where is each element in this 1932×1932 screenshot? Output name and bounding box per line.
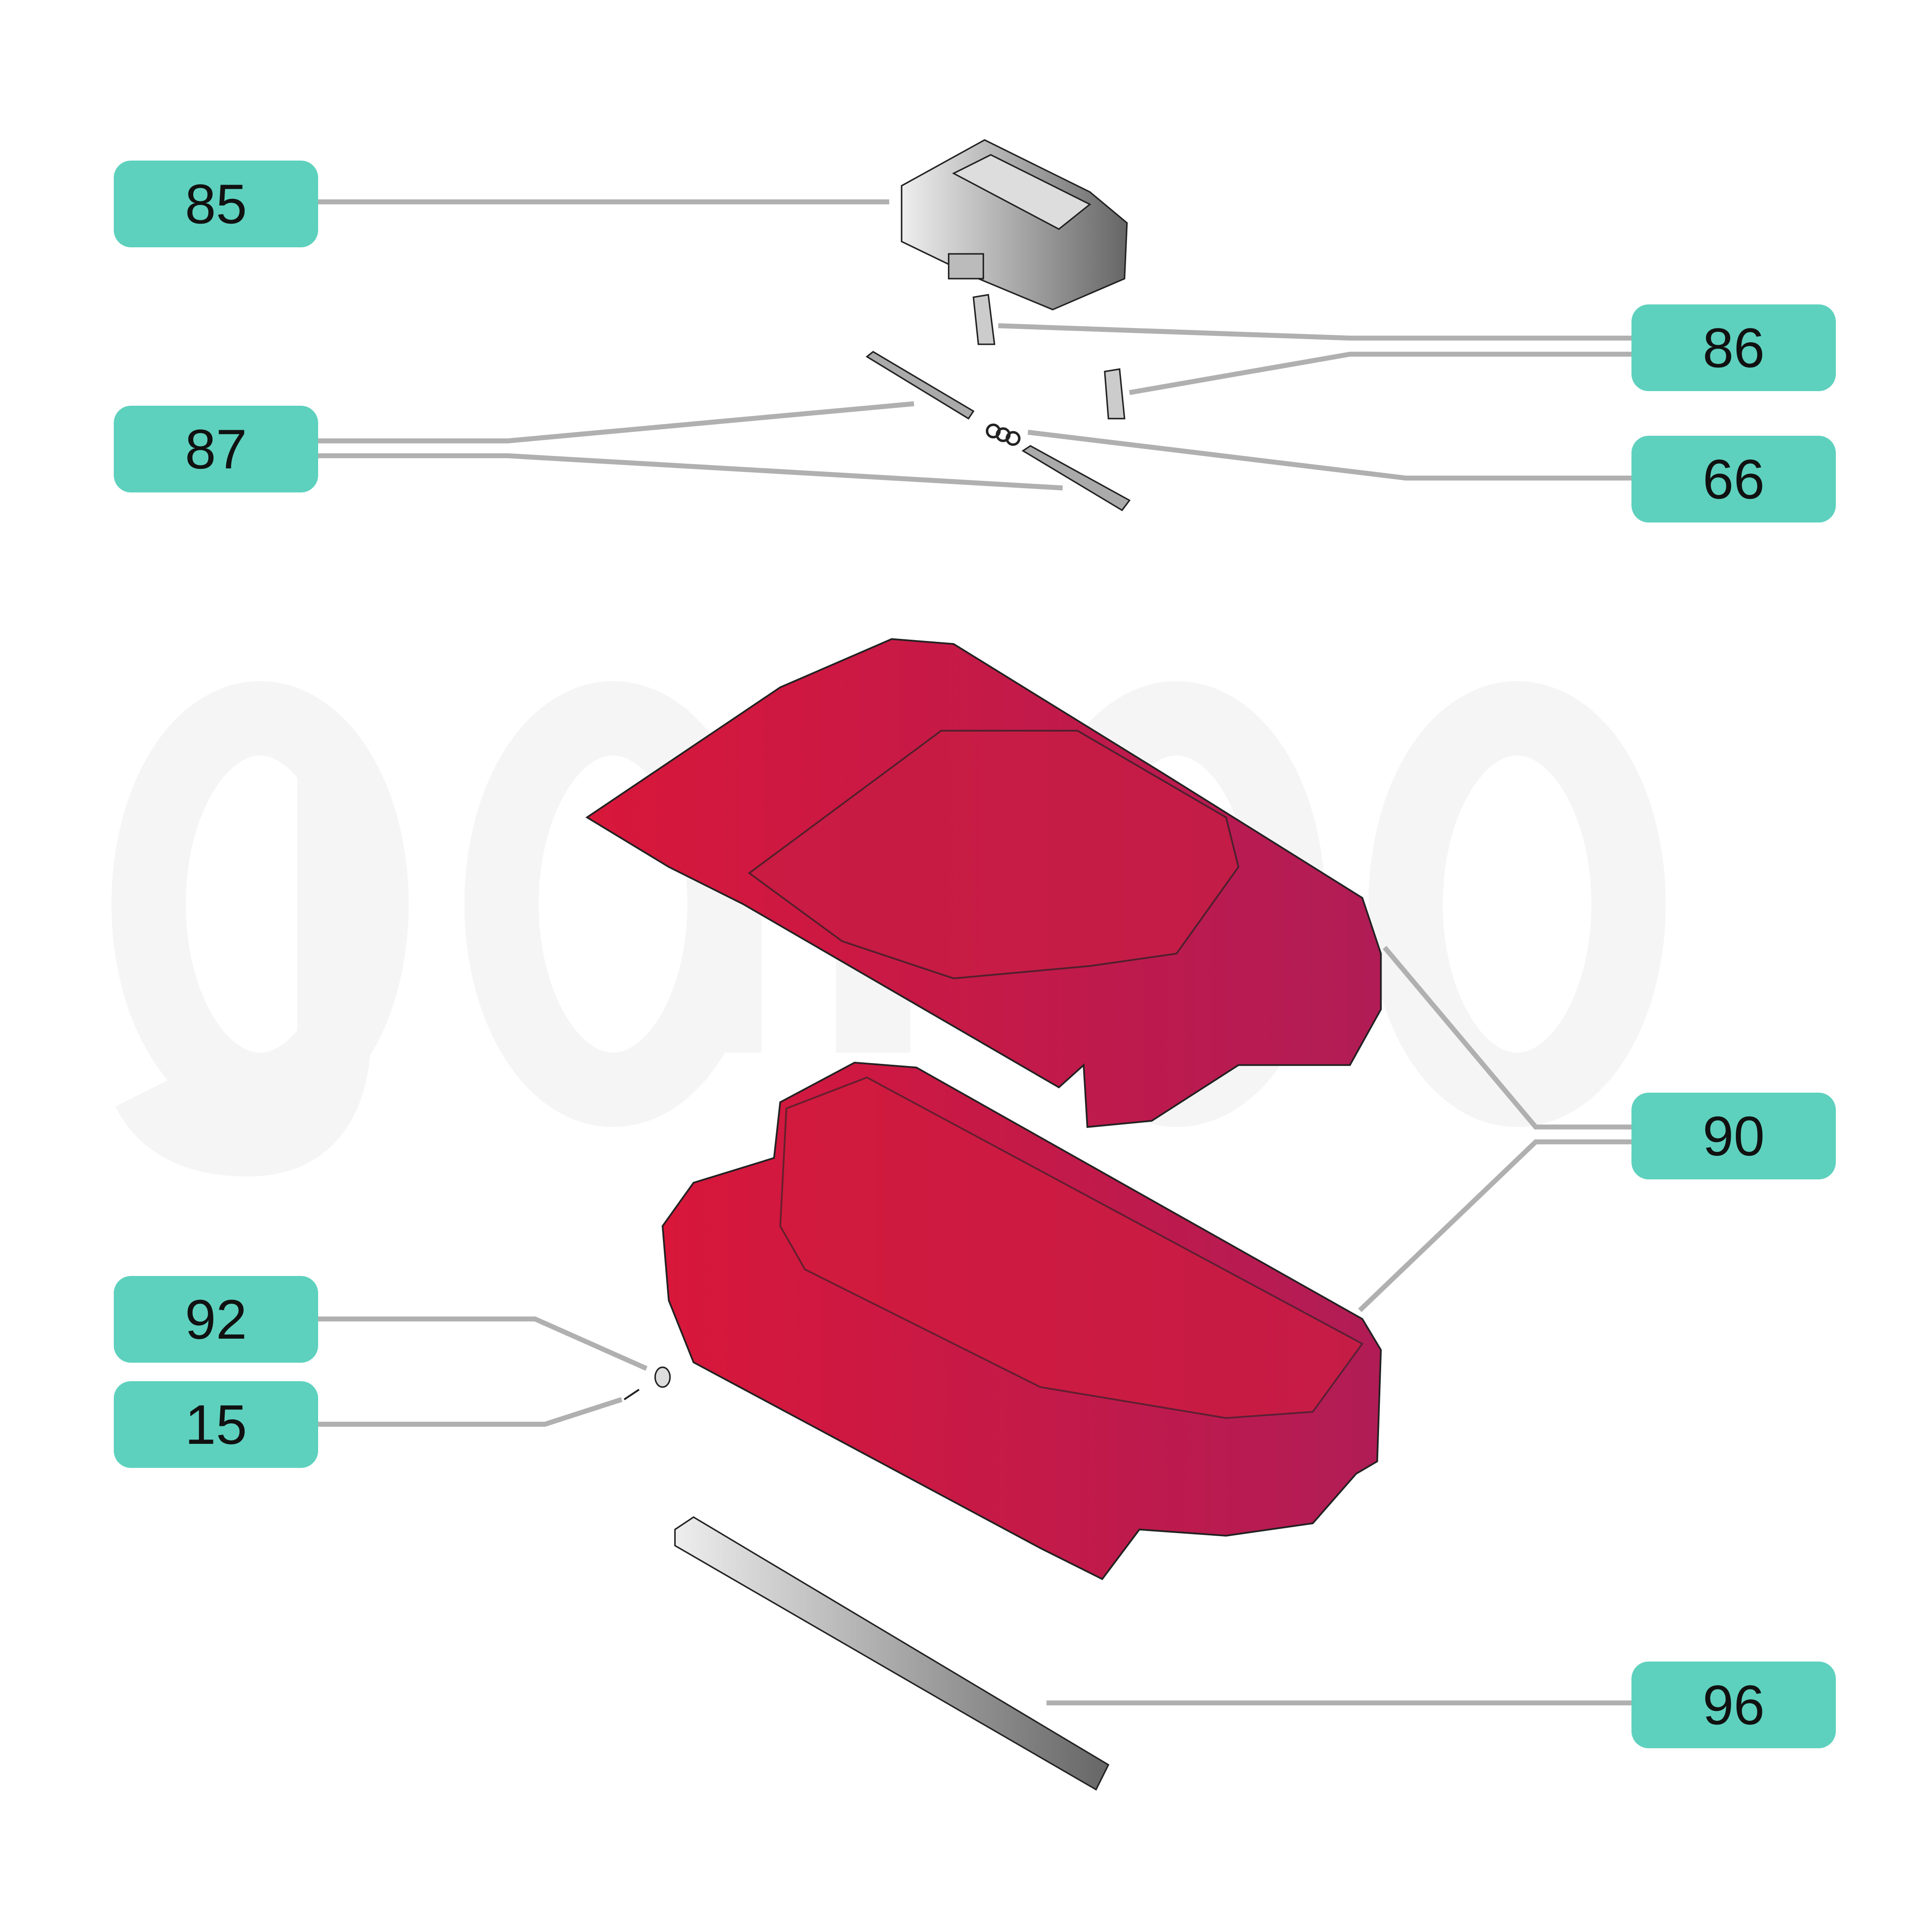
spring-part-66 [986, 423, 1021, 446]
callout-86[interactable]: 86 [1631, 304, 1836, 391]
battery-cover-part-85 [901, 139, 1128, 311]
callout-85[interactable]: 85 [114, 161, 318, 247]
top-cover-part-90 [585, 638, 1382, 1128]
pin-parts-87 [866, 351, 1131, 511]
callout-87[interactable]: 87 [114, 406, 318, 492]
callout-96[interactable]: 96 [1631, 1662, 1836, 1748]
callout-92[interactable]: 92 [114, 1276, 318, 1363]
leader-lines [316, 199, 1635, 1706]
washer-part-92 [654, 1366, 671, 1388]
clip-parts-86 [972, 294, 1126, 419]
rail-part-96 [674, 1516, 1109, 1791]
callout-15[interactable]: 15 [114, 1381, 318, 1468]
base-tray-part-90 [662, 1061, 1382, 1580]
screw-part-15 [623, 1388, 640, 1400]
callout-90[interactable]: 90 [1631, 1093, 1836, 1179]
callout-66[interactable]: 66 [1631, 436, 1836, 522]
